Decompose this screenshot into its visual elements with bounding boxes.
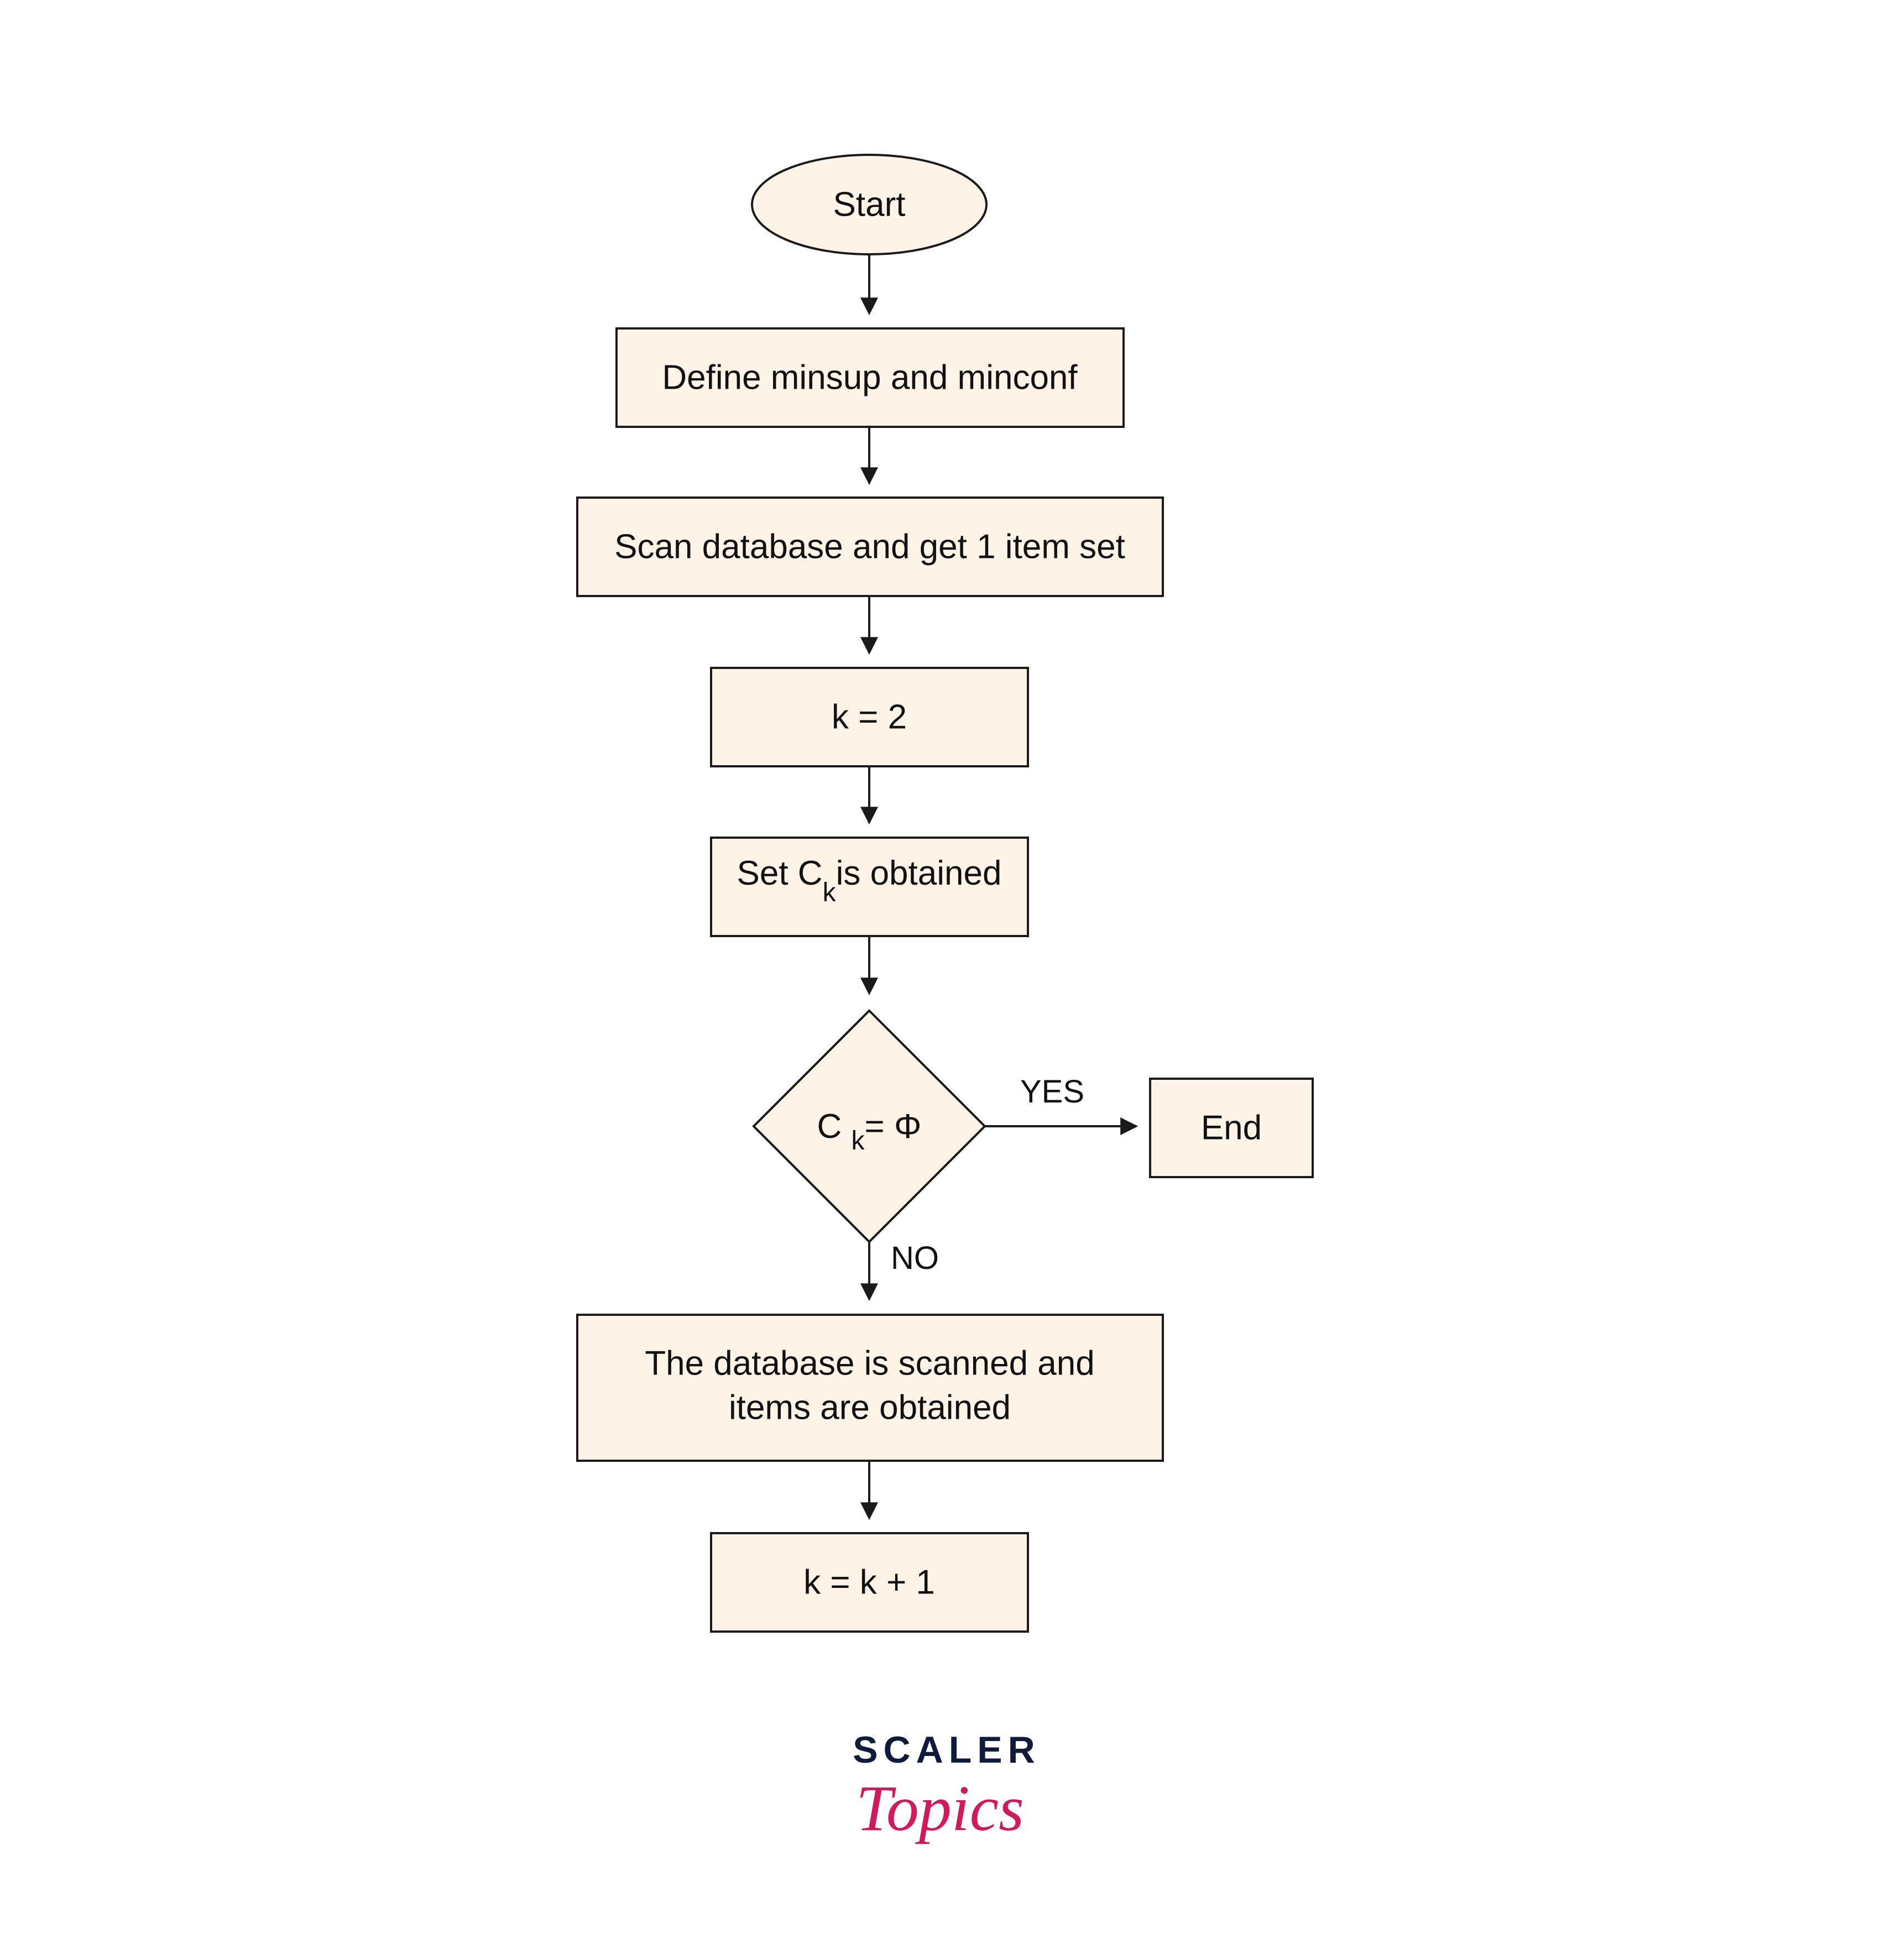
k-init-node xyxy=(710,667,1029,767)
define-node-label: Define minsup and minconf xyxy=(662,359,1078,397)
start-node-label: Start xyxy=(833,186,906,224)
k-inc-node-label: k = k + 1 xyxy=(803,1564,935,1602)
set-ck-prefix: Set C xyxy=(737,854,823,892)
start-node xyxy=(751,154,988,255)
k-init-node-label: k = 2 xyxy=(832,698,907,736)
yes-label: YES xyxy=(1020,1074,1084,1110)
no-label: NO xyxy=(891,1240,939,1276)
brand-top-text: SCALER xyxy=(853,1729,1041,1771)
k-inc-node xyxy=(710,1532,1029,1633)
set-ck-node xyxy=(710,837,1029,937)
scaler-topics-logo: SCALER Topics xyxy=(853,1729,1041,1844)
decision-node-label: C k= Φ xyxy=(817,1107,922,1156)
end-node-label: End xyxy=(1201,1109,1262,1147)
scan-items-node xyxy=(576,1314,1164,1462)
decision-prefix: C xyxy=(817,1107,852,1146)
set-ck-node-label: Set Ckis obtained xyxy=(737,854,1002,907)
decision-suffix: = Φ xyxy=(865,1107,922,1146)
scan-items-line2: items are obtained xyxy=(729,1389,1011,1427)
set-ck-suffix: is obtained xyxy=(836,854,1002,892)
define-node xyxy=(615,327,1125,428)
set-ck-subscript: k xyxy=(823,878,837,907)
scan-items-line1: The database is scanned and xyxy=(645,1345,1094,1383)
scan-node-label: Scan database and get 1 item set xyxy=(614,528,1125,566)
decision-subscript: k xyxy=(852,1126,865,1156)
end-node xyxy=(1149,1078,1314,1178)
brand-bottom-text: Topics xyxy=(856,1772,1024,1844)
